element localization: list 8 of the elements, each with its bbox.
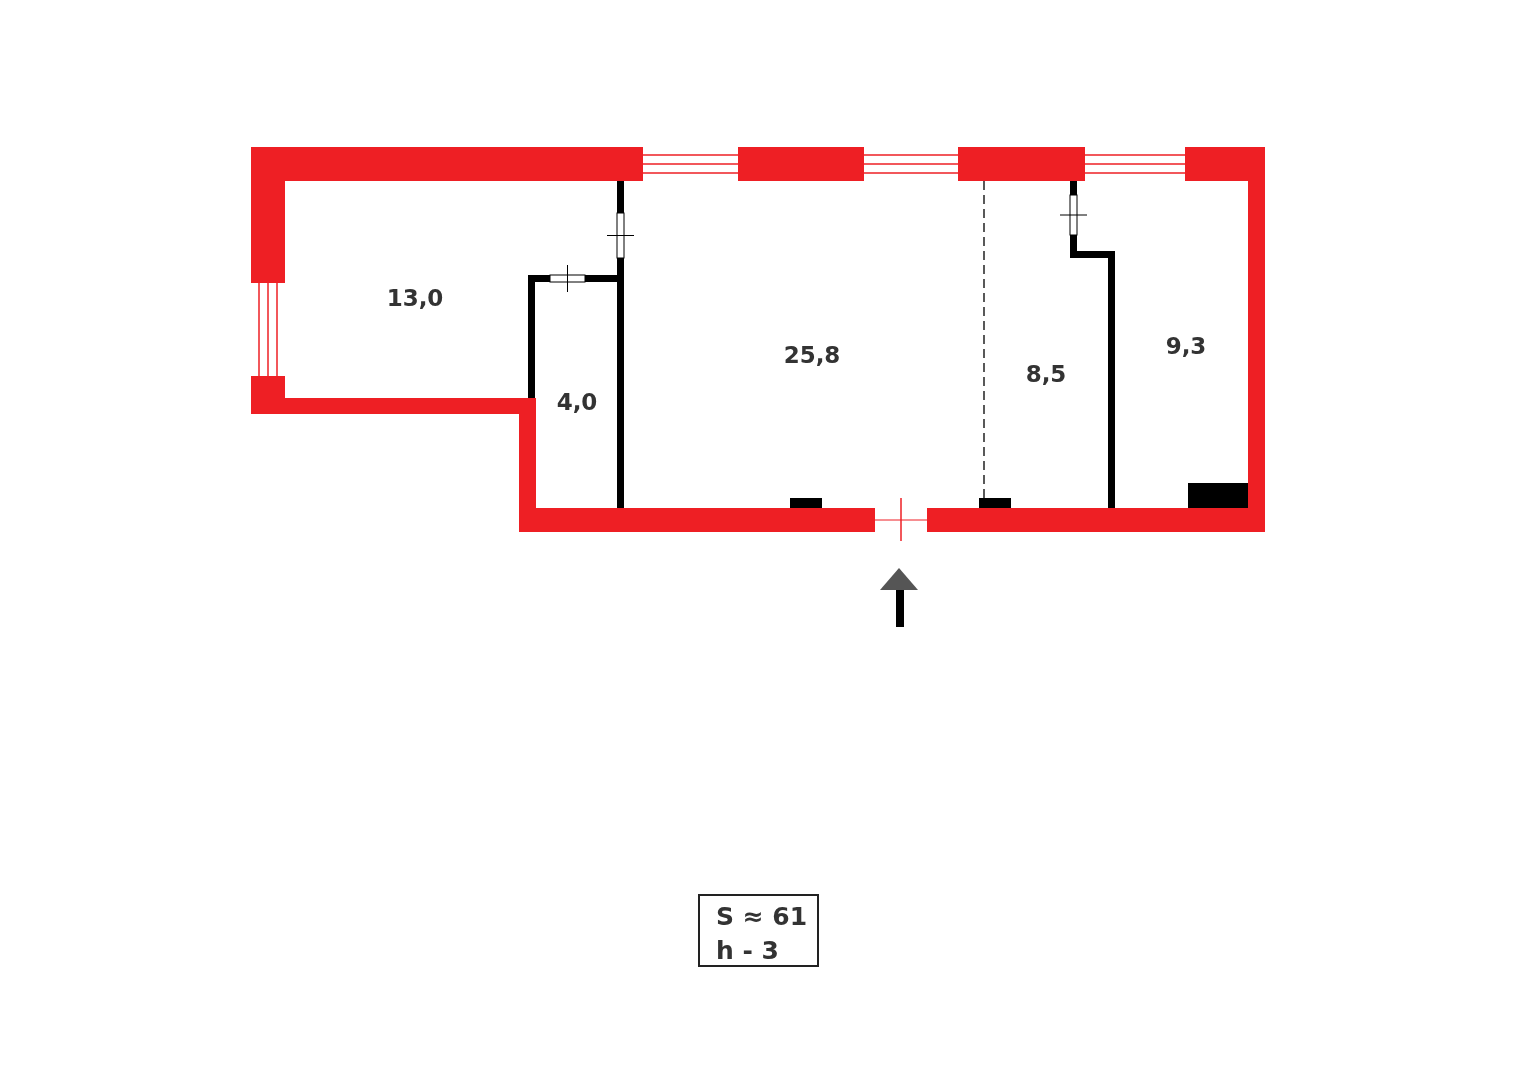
info-box xyxy=(698,894,819,967)
room-area-label: 13,0 xyxy=(386,285,444,311)
area-note: h - 3 xyxy=(716,935,780,967)
room-area-label: 4,0 xyxy=(556,389,598,415)
room-area-label: 25,8 xyxy=(783,342,841,368)
room-area-label: 8,5 xyxy=(1025,361,1067,387)
room-area-label: 9,3 xyxy=(1165,333,1207,359)
area-note: S ≈ 61 xyxy=(716,901,809,933)
